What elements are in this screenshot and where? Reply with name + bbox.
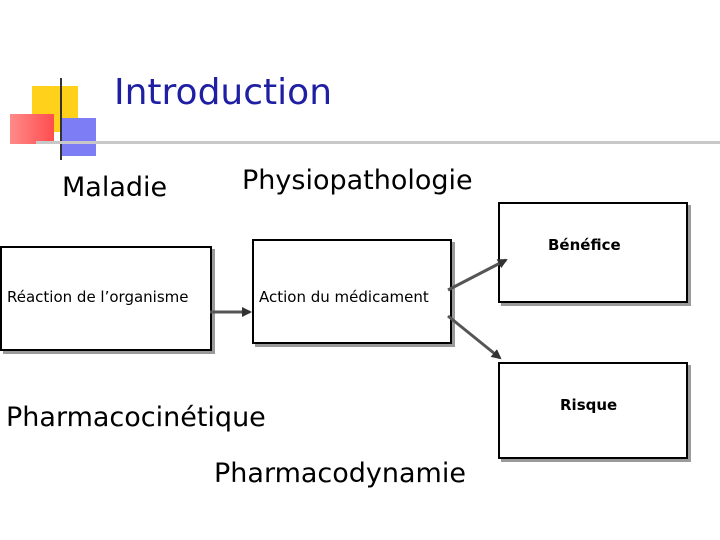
- logo-red-square: [10, 114, 54, 144]
- arrow-action-to-benefice: [447, 258, 508, 292]
- label-maladie: Maladie: [62, 172, 168, 203]
- logo-vertical-line: [60, 78, 62, 160]
- logo-blue-square: [62, 118, 96, 156]
- title-rule: [36, 141, 720, 144]
- box-reaction: [0, 246, 212, 351]
- text-benefice: Bénéfice: [548, 236, 621, 254]
- text-reaction: Réaction de l’organisme: [7, 288, 189, 306]
- label-pharmacocinetique: Pharmacocinétique: [6, 402, 266, 433]
- text-risque: Risque: [560, 396, 618, 414]
- label-physiopathologie: Physiopathologie: [242, 165, 473, 196]
- box-action: [252, 239, 452, 344]
- slide-title: Introduction: [114, 72, 333, 113]
- arrow-action-to-risque: [447, 314, 502, 360]
- text-action: Action du médicament: [259, 288, 429, 306]
- box-benefice: [498, 202, 688, 303]
- label-pharmacodynamie: Pharmacodynamie: [214, 458, 466, 489]
- box-risque: [498, 362, 688, 459]
